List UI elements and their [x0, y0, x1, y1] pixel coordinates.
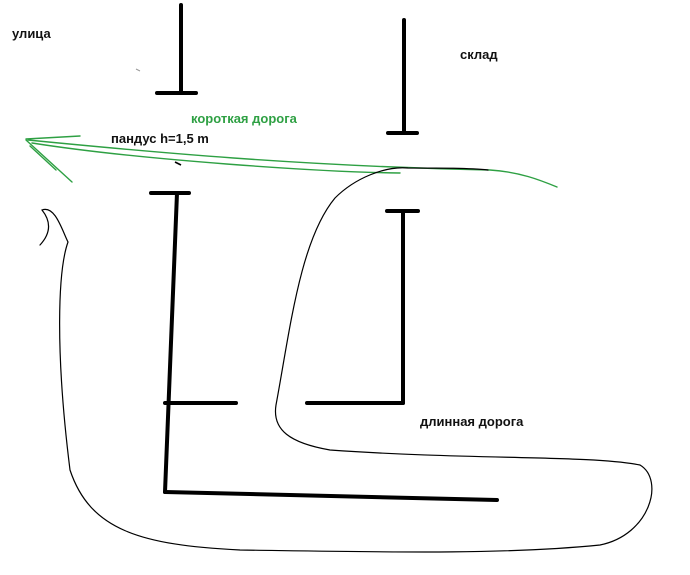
label-short-road: короткая дорога [191, 111, 297, 126]
long-road-path [39, 167, 653, 553]
label-warehouse: склад [460, 47, 498, 62]
ramp-tick [174, 161, 182, 166]
short-road-arrowhead [25, 135, 81, 183]
short-road-path [25, 135, 558, 188]
label-ramp: пандус h=1,5 m [111, 131, 209, 146]
speck-mark [135, 68, 141, 72]
wall-mid-left-post [163, 191, 179, 494]
label-street: улица [12, 26, 51, 41]
wall-bottom [163, 490, 499, 502]
walls [149, 3, 499, 502]
label-long-road: длинная дорога [420, 414, 524, 429]
